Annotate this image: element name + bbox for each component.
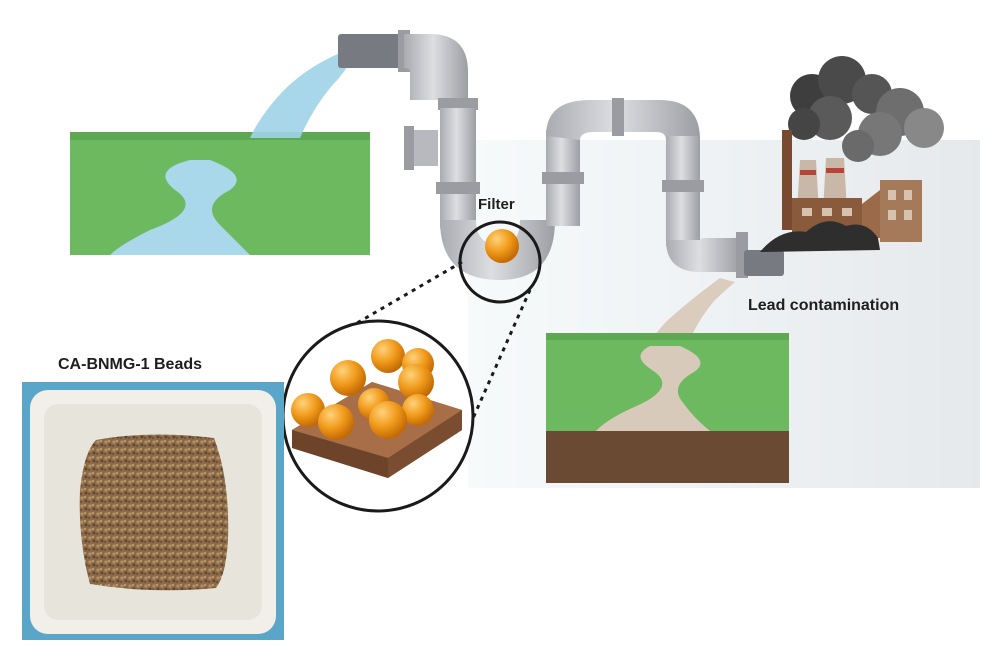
factory-icon xyxy=(782,130,922,242)
clean-river-scene xyxy=(70,132,370,255)
smoke-cloud-icon xyxy=(788,56,944,162)
filter-bead-icon xyxy=(485,229,519,263)
water-pipe xyxy=(338,30,784,280)
lead-contamination-label: Lead contamination xyxy=(748,297,900,314)
bead-cluster-icon xyxy=(281,319,475,513)
polluted-water-stream xyxy=(652,278,735,340)
beads-label: CA-BNMG-1 Beads xyxy=(58,356,203,373)
zoom-line-top xyxy=(344,260,463,332)
clean-water-stream xyxy=(250,52,350,138)
ash-pile xyxy=(760,221,880,252)
bead-tray-photo xyxy=(22,382,284,640)
polluted-river-scene xyxy=(546,333,789,483)
zoom-line-bottom xyxy=(468,289,532,426)
filter-label: Filter xyxy=(478,196,515,213)
